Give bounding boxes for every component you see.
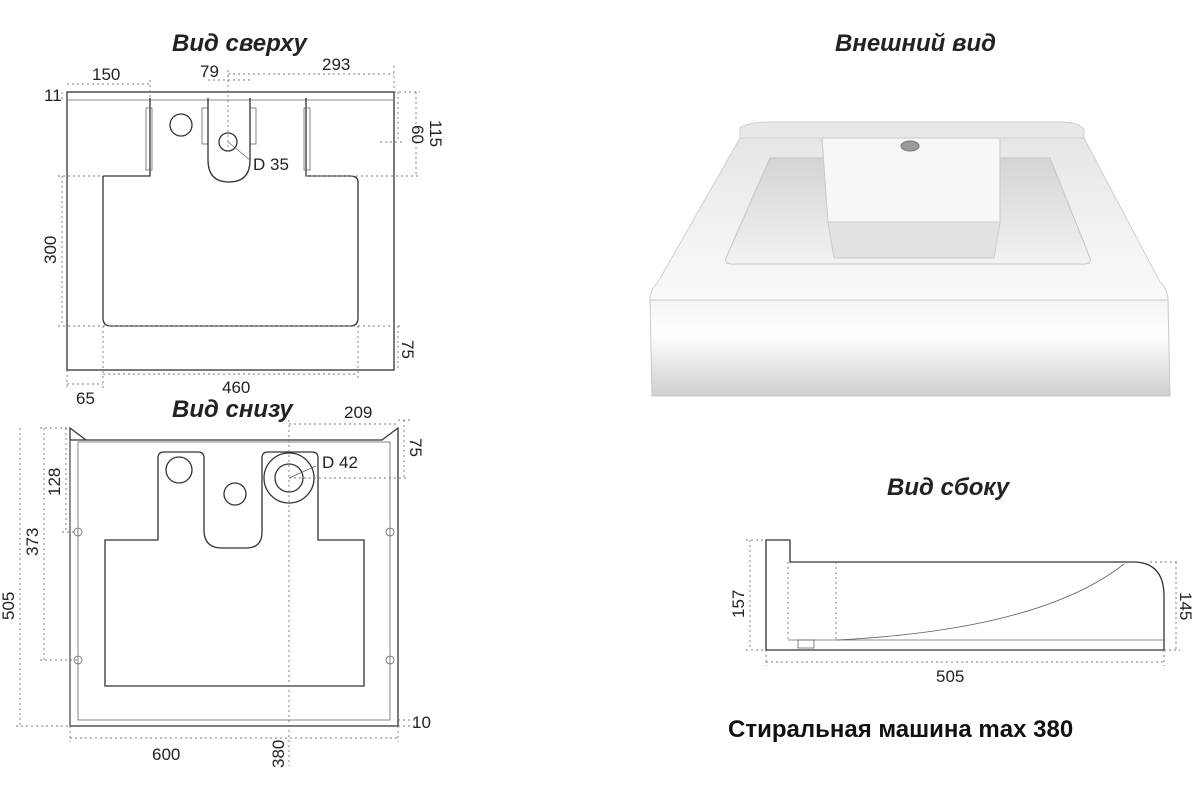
dim-label-10: 10 — [412, 713, 431, 732]
top-view-slot — [303, 107, 311, 171]
dim-label-373: 373 — [23, 528, 42, 556]
top-view-drawing: 150 79 293 11 D 35 60 115 300 75 460 65 — [41, 55, 445, 408]
exterior-view-title: Внешний вид — [835, 30, 996, 57]
top-view-drain-channel — [207, 98, 251, 183]
mount-hole — [73, 655, 83, 665]
bottom-hole-diameter-label: D 42 — [322, 453, 358, 472]
dim-label-209: 209 — [344, 403, 372, 422]
washing-machine-caption: Стиральная машина max 380 — [728, 716, 1074, 743]
sink-tap-hole — [900, 140, 920, 152]
bottom-view-drawing: 209 75 D 42 128 373 505 10 600 380 — [0, 403, 431, 768]
side-view-drain-stub — [797, 639, 815, 649]
top-hole-diameter-label: D 35 — [253, 155, 289, 174]
mount-hole — [385, 527, 395, 537]
dim-label-505: 505 — [0, 592, 18, 620]
dim-label-300: 300 — [41, 236, 60, 264]
dim-label-145: 145 — [1176, 592, 1195, 620]
mount-hole — [385, 655, 395, 665]
top-view-hole-leader — [227, 141, 251, 161]
sink-back-rim — [739, 121, 1085, 141]
top-view-tap-hole — [169, 113, 193, 137]
dim-label-293: 293 — [322, 55, 350, 74]
top-view-title: Вид сверху — [172, 30, 307, 57]
top-view-drain-hole — [218, 132, 238, 152]
sink-exterior-illustration — [649, 121, 1171, 397]
top-view-slot — [201, 107, 209, 145]
top-view-slot — [249, 107, 257, 145]
bottom-view-overflow-hole — [223, 482, 247, 506]
top-view-outline — [66, 91, 395, 371]
top-view-slot — [145, 107, 153, 171]
dim-label-65: 65 — [76, 389, 95, 408]
dim-label-600: 600 — [152, 745, 180, 764]
dim-label-128: 128 — [45, 468, 64, 496]
top-view-bowl — [102, 98, 359, 327]
bottom-view-hole-leader — [288, 465, 317, 479]
side-view-title: Вид сбоку — [887, 474, 1010, 501]
side-view-drawing: 157 145 505 — [729, 539, 1195, 686]
dim-label-60: 60 — [408, 125, 427, 144]
sink-faucet-front — [827, 221, 1001, 259]
side-view-outline — [765, 539, 1165, 651]
dim-label-157: 157 — [729, 590, 748, 618]
side-view-bowl-curve — [835, 563, 1125, 641]
dim-label-115: 115 — [426, 120, 445, 147]
bottom-view-title: Вид снизу — [172, 396, 293, 423]
dim-label-75: 75 — [398, 340, 417, 359]
dim-label-380: 380 — [269, 740, 288, 768]
dim-label-505-side: 505 — [936, 667, 964, 686]
bottom-view-recess — [104, 451, 365, 687]
dim-label-75-bottom: 75 — [406, 438, 425, 457]
dim-label-460: 460 — [222, 378, 250, 397]
dim-label-11: 11 — [44, 86, 62, 105]
dim-label-79: 79 — [200, 62, 219, 81]
bottom-view-tap-hole — [165, 456, 193, 484]
bottom-view-outline — [69, 426, 399, 727]
dim-label-150: 150 — [92, 65, 120, 84]
sink-front-face — [649, 299, 1171, 397]
bottom-view-inner-edge — [77, 441, 391, 721]
